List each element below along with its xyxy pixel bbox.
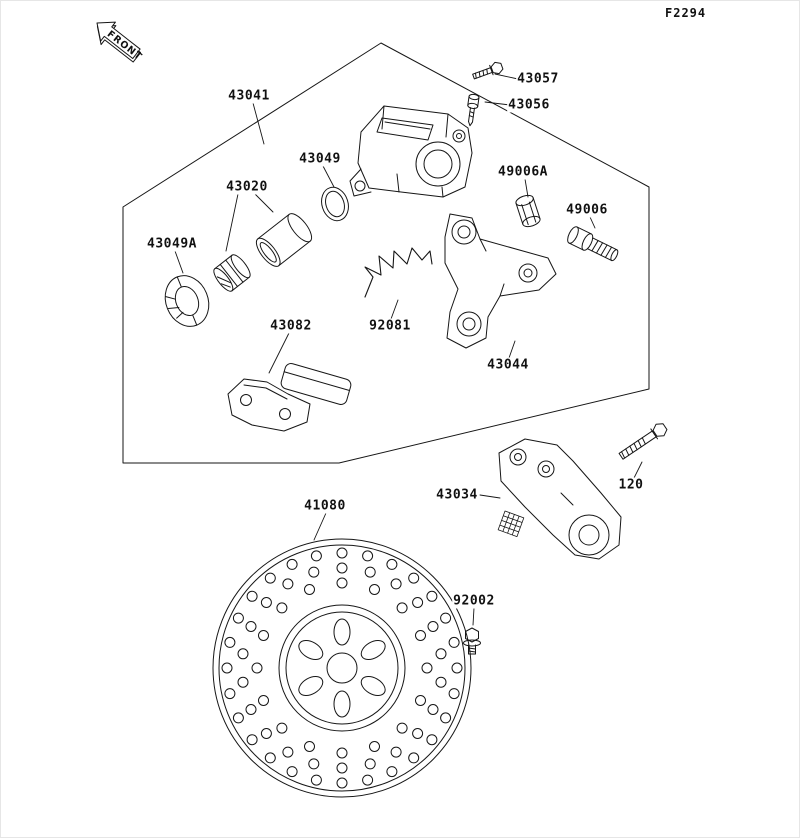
part-label-43049A: 43049A	[146, 236, 198, 252]
pad-spring	[364, 247, 433, 298]
brake-pads	[227, 363, 352, 432]
caliper-body	[349, 105, 473, 198]
part-label-43049: 43049	[298, 151, 342, 167]
disc-drill-holes	[221, 547, 463, 789]
banjo-bolt	[472, 61, 504, 80]
piston-seal	[321, 186, 349, 222]
dust-seal	[164, 275, 210, 327]
slide-pin-bolt	[567, 226, 619, 262]
part-label-92081: 92081	[368, 318, 412, 334]
figure-code: F2294	[665, 6, 707, 20]
piston	[255, 213, 313, 267]
pin-boot	[515, 194, 541, 228]
part-label-92002: 92002	[452, 593, 496, 609]
part-label-43082: 43082	[269, 318, 313, 334]
part-label-41080: 41080	[303, 498, 347, 514]
brake-disc	[212, 538, 472, 798]
part-label-43057: 43057	[516, 71, 560, 87]
part-label-43044: 43044	[486, 357, 530, 373]
part-label-43041: 43041	[227, 88, 271, 104]
part-label-49006A: 49006A	[497, 164, 549, 180]
part-label-120: 120	[617, 477, 645, 493]
disc-hub-slots	[298, 618, 386, 718]
part-label-49006: 49006	[565, 202, 609, 218]
leader-lines	[174, 73, 643, 626]
part-label-43056: 43056	[507, 97, 551, 113]
front-arrow-stamp: FRONT	[96, 21, 144, 63]
bolt-120	[618, 423, 668, 460]
part-label-43034: 43034	[435, 487, 479, 503]
torque-bracket	[497, 438, 622, 560]
piston-boot	[213, 254, 251, 292]
assembly-box-border	[122, 42, 650, 464]
part-label-43020: 43020	[225, 179, 269, 195]
caliper-holder	[444, 213, 557, 349]
bleed-valve	[467, 93, 480, 127]
front-stamp-label: FRONT	[105, 29, 144, 63]
